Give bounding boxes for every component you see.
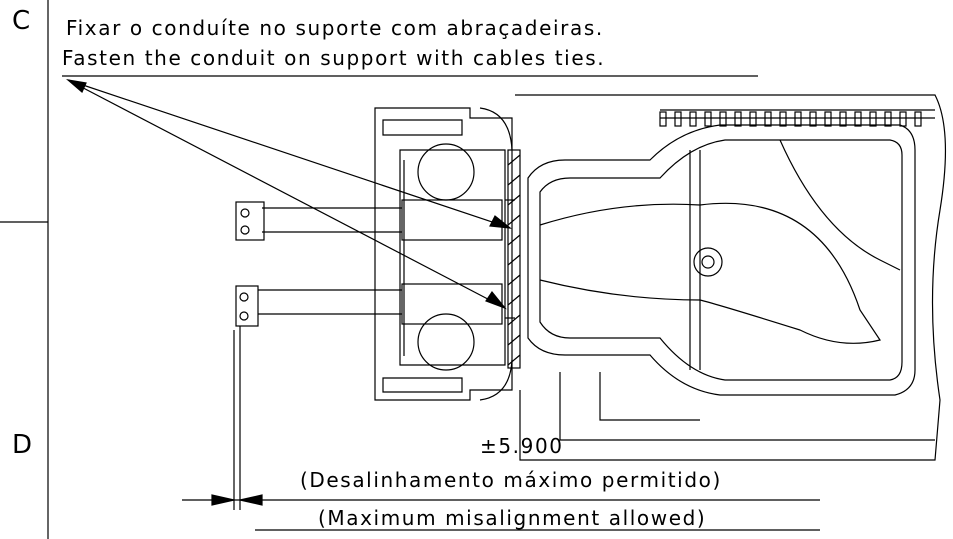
mounting-plate — [507, 149, 521, 369]
note-line-pt: Fixar o conduíte no suporte com abraçade… — [66, 16, 604, 40]
zone-label-d: D — [12, 430, 33, 460]
dimension-caption-pt: (Desalinhamento máximo permitido) — [300, 468, 722, 492]
support-bracket — [374, 107, 515, 401]
conduits — [233, 199, 503, 510]
robot-body — [515, 94, 947, 461]
dimension-caption-en: (Maximum misalignment allowed) — [318, 506, 707, 530]
drawing-frame — [0, 0, 49, 539]
leader-lines — [62, 75, 758, 310]
zone-label-c: C — [12, 6, 31, 36]
note-line-en: Fasten the conduit on support with cable… — [62, 46, 606, 70]
misalignment-dimension — [182, 494, 820, 531]
dimension-value: ±5.900 — [480, 434, 564, 458]
gear-teeth — [659, 111, 922, 127]
